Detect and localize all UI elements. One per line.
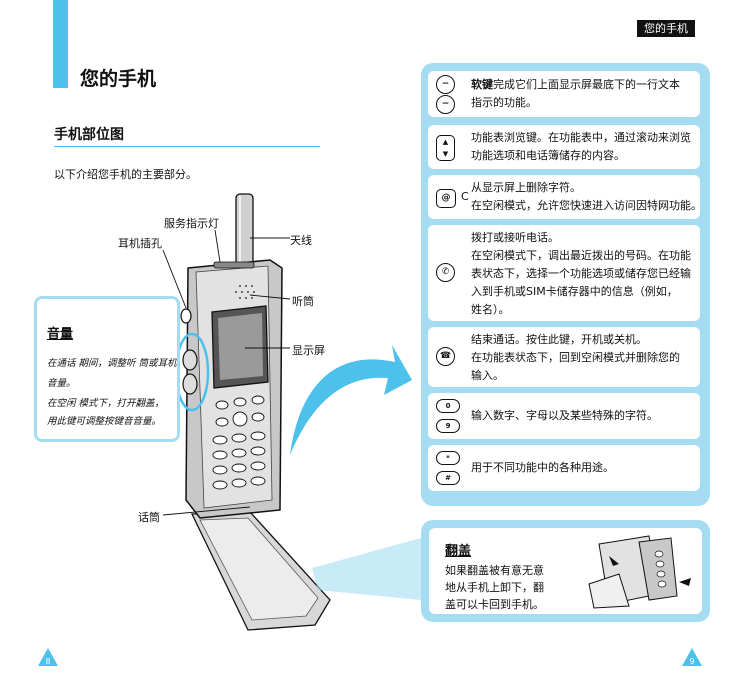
key-9-icon: 9: [436, 419, 460, 433]
key-description-panel: − − 软键完成它们上面显示屏最底下的一行文本 指示的功能。 ▲▼ 功能表浏览键…: [421, 63, 710, 506]
soft-key-icon: −: [436, 75, 455, 94]
key-card-clear: @ C 从显示屏上删除字符。 在空闲模式，允许您快速进入访问因特网功能。: [428, 175, 702, 219]
key-card-soft: − − 软键完成它们上面显示屏最底下的一行文本 指示的功能。: [428, 71, 700, 117]
pointer-arrow: [290, 345, 412, 455]
flip-line: 盖可以卡回到手机。: [445, 598, 544, 611]
key-card-send: ✆ 拨打或接听电话。 在空闲模式下，调出最近拨出的号码。在功能 表状态下，选择一…: [428, 225, 700, 321]
volume-key-down: [182, 373, 198, 395]
label-earpiece: 听筒: [292, 295, 314, 308]
section-title: 手机部位图: [54, 127, 124, 143]
keypad: [212, 395, 266, 490]
page-number-left-marker: [38, 648, 58, 666]
header-tab: 您的手机: [637, 20, 695, 37]
page-number-left: 8: [45, 657, 51, 666]
end-key-icon: ☎: [436, 347, 455, 366]
key-card-nav: ▲▼ 功能表浏览键。在功能表中，通过滚动来浏览 功能选项和电话簿储存的内容。: [428, 125, 700, 169]
antenna-shape: [235, 193, 254, 267]
accent-bar: [53, 0, 68, 88]
flip-title: 翻盖: [445, 544, 472, 559]
star-key-icon: *: [436, 451, 460, 465]
label-headset-jack: 耳机插孔: [118, 237, 162, 250]
volume-line: 在空闲 模式下，打开翻盖，: [47, 398, 165, 409]
at-key-icon: @: [436, 189, 456, 208]
key-card-end: ☎ 结束通话。按住此键，开机或关机。 在功能表状态下，回到空闲模式并删除您的 输…: [428, 327, 700, 387]
volume-line: 在通话 期间，调整听 筒或耳机: [47, 358, 177, 369]
label-antenna: 天线: [290, 234, 312, 247]
flip-box: 翻盖 如果翻盖被有意无意 地从手机上卸下，翻 盖可以卡回到手机。: [421, 520, 710, 622]
label-service-light: 服务指示灯: [164, 217, 219, 230]
volume-box: 音量 在通话 期间，调整听 筒或耳机 音量。 在空闲 模式下，打开翻盖， 用此键…: [34, 296, 180, 442]
send-key-icon: ✆: [436, 263, 455, 282]
volume-title: 音量: [47, 327, 74, 342]
nav-key-icon: ▲▼: [436, 135, 455, 161]
key-card-numbers: 0 9 输入数字、字母以及某些特殊的字符。: [428, 393, 700, 439]
section-divider: [54, 146, 320, 147]
page-number-right-marker: [682, 648, 702, 666]
key-0-icon: 0: [436, 399, 460, 413]
volume-key-up: [182, 349, 198, 371]
key-card-special: * # 用于不同功能中的各种用途。: [428, 445, 700, 491]
label-microphone: 话筒: [138, 511, 160, 524]
intro-text: 以下介绍您手机的主要部分。: [54, 168, 197, 181]
clear-key-label: C: [461, 190, 469, 203]
flip-line: 如果翻盖被有意无意: [445, 564, 544, 577]
flip-line: 地从手机上卸下，翻: [445, 581, 544, 594]
label-display: 显示屏: [292, 344, 325, 357]
volume-line: 用此键可调整按键音音量。: [47, 416, 162, 427]
hash-key-icon: #: [436, 471, 460, 485]
volume-line: 音量。: [47, 378, 76, 389]
soft-key-icon: −: [436, 95, 455, 114]
page-title: 您的手机: [80, 68, 157, 90]
page-number-right: 9: [689, 657, 695, 666]
flip-illustration: [588, 535, 691, 609]
